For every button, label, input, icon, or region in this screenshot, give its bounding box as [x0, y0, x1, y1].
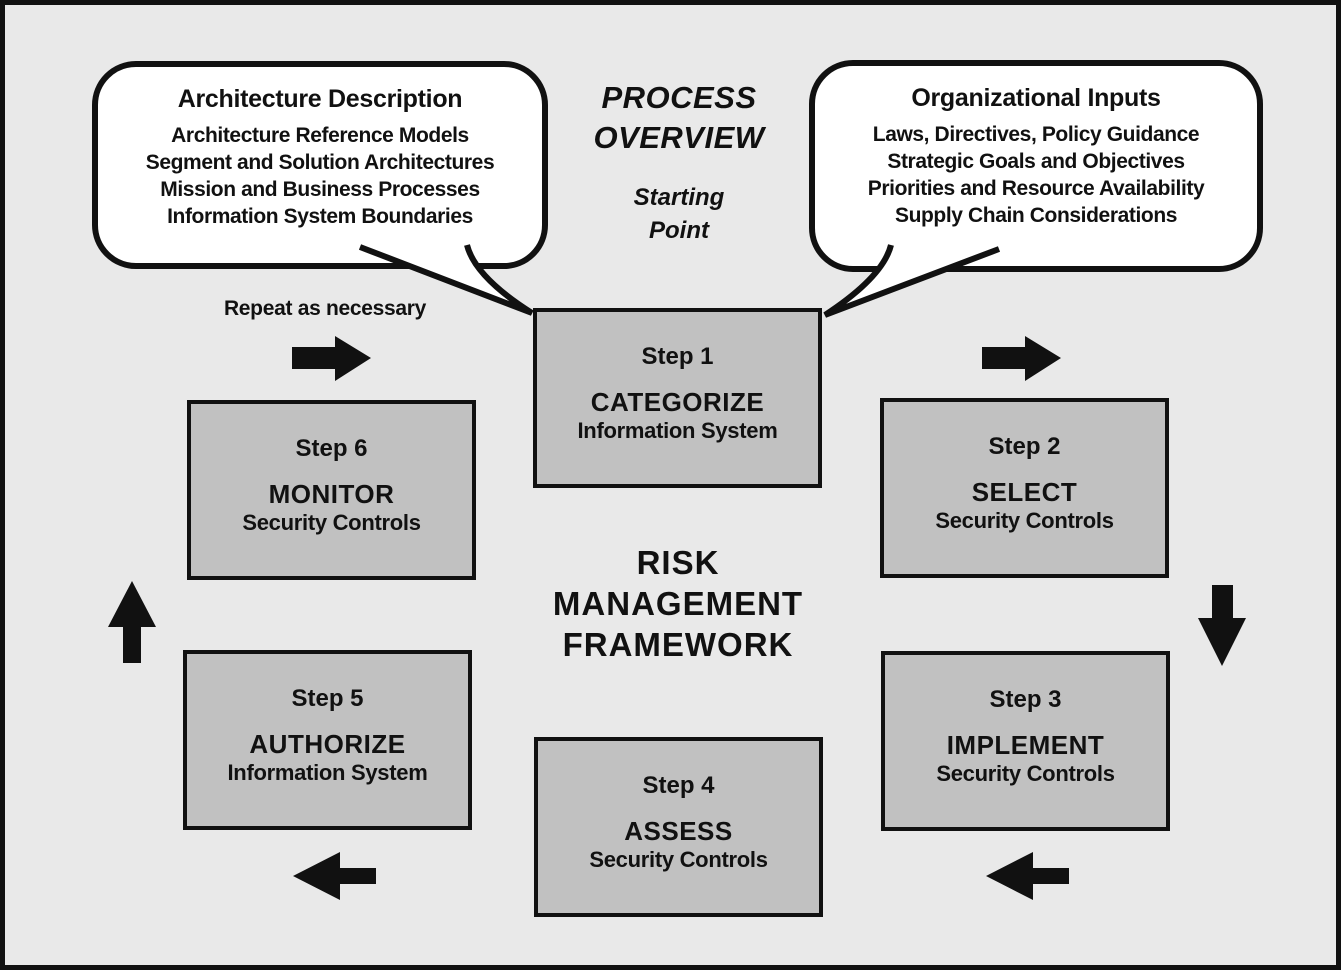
bubble-item: Segment and Solution Architectures [145, 151, 495, 174]
starting-point-label: Starting Point [543, 181, 815, 247]
bubble-item: Supply Chain Considerations [894, 204, 1178, 227]
arrow-right-icon [292, 336, 371, 381]
step-label: Step 5 [291, 685, 364, 712]
bubble-item: Laws, Directives, Policy Guidance [872, 123, 1200, 146]
step-action: CATEGORIZE [590, 387, 765, 417]
process-overview-line2: OVERVIEW [593, 120, 765, 155]
step-action: MONITOR [268, 479, 395, 509]
step-action: SELECT [971, 477, 1078, 507]
step-label: Step 3 [989, 686, 1062, 713]
step-label: Step 4 [642, 772, 715, 799]
step-action: AUTHORIZE [249, 729, 406, 759]
step-4-assess-box: Step 4 ASSESS Security Controls [534, 737, 823, 917]
risk-management-framework-title: RISK MANAGEMENT FRAMEWORK [483, 542, 873, 665]
bubble-title: Architecture Description [177, 85, 463, 113]
starting-point-line2: Point [649, 217, 709, 244]
starting-point-line1: Starting [633, 184, 725, 211]
bubble-item: Priorities and Resource Availability [867, 177, 1205, 200]
step-3-implement-box: Step 3 IMPLEMENT Security Controls [881, 651, 1170, 831]
bubble-item: Strategic Goals and Objectives [887, 150, 1185, 173]
step-5-authorize-box: Step 5 AUTHORIZE Information System [183, 650, 472, 830]
step-object: Security Controls [935, 508, 1114, 533]
arrow-down-icon [1198, 585, 1246, 666]
process-overview-line1: PROCESS [601, 80, 757, 115]
bubble-item: Information System Boundaries [167, 205, 473, 228]
organizational-inputs-bubble: Organizational Inputs Laws, Directives, … [809, 60, 1263, 272]
step-6-monitor-box: Step 6 MONITOR Security Controls [187, 400, 476, 580]
arrow-left-icon [293, 852, 376, 900]
step-object: Security Controls [242, 510, 421, 535]
step-2-select-box: Step 2 SELECT Security Controls [880, 398, 1169, 578]
step-action: IMPLEMENT [946, 730, 1105, 760]
arrow-up-icon [108, 581, 156, 663]
step-action: ASSESS [624, 816, 733, 846]
rmf-title-line1: RISK [636, 544, 720, 581]
step-object: Information System [577, 418, 778, 443]
step-label: Step 1 [641, 343, 714, 370]
step-object: Security Controls [936, 761, 1115, 786]
rmf-title-line3: FRAMEWORK [562, 626, 794, 663]
step-1-categorize-box: Step 1 CATEGORIZE Information System [533, 308, 822, 488]
arrow-left-icon [986, 852, 1069, 900]
step-label: Step 2 [988, 433, 1061, 460]
step-label: Step 6 [295, 435, 368, 462]
step-object: Security Controls [589, 847, 768, 872]
process-overview-title: PROCESS OVERVIEW [543, 78, 815, 158]
bubble-item: Architecture Reference Models [171, 124, 469, 147]
repeat-as-necessary-label: Repeat as necessary [223, 297, 427, 320]
architecture-description-bubble: Architecture Description Architecture Re… [92, 61, 548, 269]
bubble-title: Organizational Inputs [911, 84, 1161, 112]
step-object: Information System [227, 760, 428, 785]
rmf-title-line2: MANAGEMENT [552, 585, 804, 622]
arrow-right-icon [982, 336, 1061, 381]
bubble-item: Mission and Business Processes [160, 178, 480, 201]
